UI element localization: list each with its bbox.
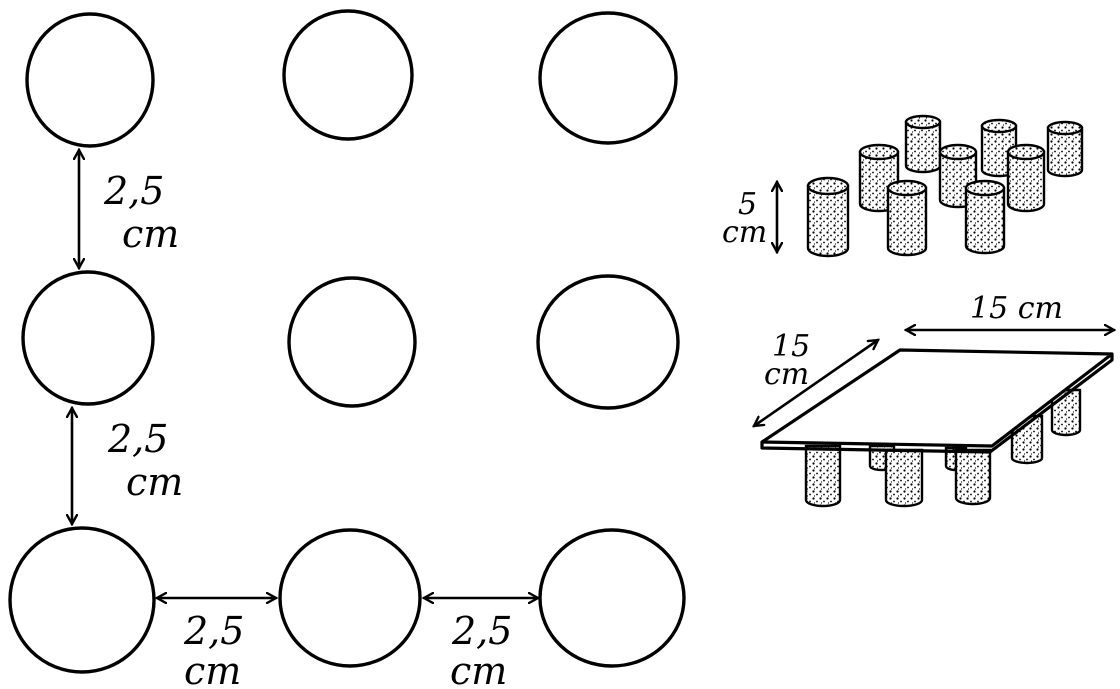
label-board-width: 15 cm	[970, 291, 1063, 326]
roll	[904, 114, 942, 174]
roll	[964, 179, 1006, 255]
label-vertical-top-value: 2,5	[103, 169, 164, 213]
circle-r1-c1	[25, 12, 155, 148]
board-leg	[954, 448, 992, 506]
label-roll-height-unit: cm	[722, 215, 767, 250]
circle-r3-c2	[278, 528, 422, 668]
roll-cluster: 5 cm	[722, 114, 1084, 258]
roll	[1046, 120, 1084, 178]
roll	[806, 176, 850, 258]
roll	[886, 179, 928, 257]
label-roll-height-value: 5	[738, 187, 757, 222]
board-leg	[884, 448, 924, 508]
label-horizontal-right-unit: cm	[450, 649, 507, 689]
circle-r1-c3	[538, 11, 678, 145]
arrow-board-depth	[754, 340, 878, 426]
circle-r2-c1	[21, 270, 155, 406]
label-board-depth-value: 15	[772, 329, 810, 364]
label-vertical-bottom-value: 2,5	[107, 417, 168, 461]
label-horizontal-right-value: 2,5	[451, 609, 512, 653]
circle-r3-c3	[538, 528, 686, 668]
circle-r2-c2	[287, 276, 417, 408]
circle-r1-c2	[282, 9, 414, 141]
board-on-rolls: 15 cm 15 cm	[754, 291, 1114, 508]
label-vertical-top-unit: cm	[122, 212, 179, 256]
label-board-depth-unit: cm	[764, 357, 809, 392]
roll	[1006, 143, 1046, 213]
spacing-arrows	[72, 150, 538, 598]
circle-r3-c1	[8, 526, 156, 674]
board-leg	[1010, 414, 1044, 465]
label-vertical-bottom-unit: cm	[126, 460, 183, 504]
label-horizontal-left-unit: cm	[184, 649, 241, 689]
spacing-labels: 2,5 cm 2,5 cm 2,5 cm 2,5 cm	[103, 169, 512, 689]
label-horizontal-left-value: 2,5	[183, 609, 244, 653]
board-leg	[804, 444, 842, 508]
board-edge	[760, 354, 1114, 454]
circle-r2-c3	[536, 274, 680, 410]
circle-grid	[8, 9, 686, 674]
